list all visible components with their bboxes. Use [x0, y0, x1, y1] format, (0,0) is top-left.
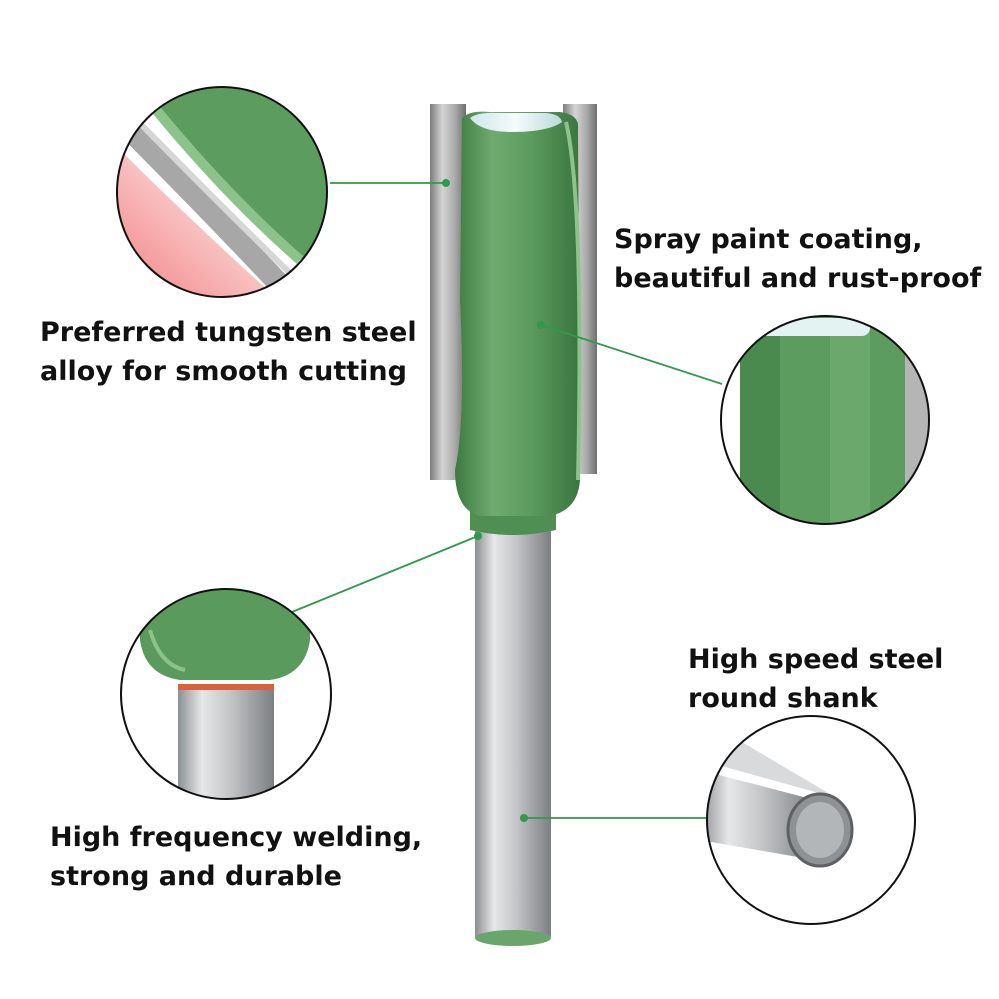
caption-shank-line-2: round shank — [688, 683, 878, 714]
shank-end — [475, 930, 551, 946]
caption-spray: Spray paint coating, beautiful and rust-… — [614, 220, 981, 298]
detail-circle-carbide-edge — [116, 86, 328, 298]
caption-weld-line-2: strong and durable — [50, 861, 342, 892]
connector-dot-tungsten — [442, 179, 450, 187]
caption-spray-line-2: beautiful and rust-proof — [614, 263, 982, 294]
callout-connectors — [291, 179, 723, 822]
caption-spray-line-1: Spray paint coating, — [614, 224, 923, 255]
body-flute-highlight — [564, 121, 582, 481]
connector-weld — [291, 535, 479, 613]
detail-circle-shank-end — [706, 715, 916, 925]
connector-dot-shank — [520, 814, 528, 822]
body-top-cap — [470, 112, 562, 132]
caption-weld-line-1: High frequency welding, — [50, 822, 423, 853]
connector-dot-weld — [474, 532, 482, 540]
detail-circle-spray-coating — [720, 315, 930, 525]
detail-circle-welding — [120, 588, 332, 800]
caption-tungsten-line-1: Preferred tungsten steel — [40, 317, 417, 348]
connector-spray — [540, 324, 723, 385]
caption-shank: High speed steel round shank — [688, 640, 943, 718]
round-shank — [475, 528, 551, 940]
caption-tungsten-line-2: alloy for smooth cutting — [40, 356, 407, 387]
green-body — [455, 111, 580, 516]
router-bit — [430, 104, 597, 946]
caption-weld: High frequency welding, strong and durab… — [50, 818, 422, 896]
left-carbide-blade — [430, 104, 466, 480]
caption-tungsten: Preferred tungsten steel alloy for smoot… — [40, 313, 417, 391]
connector-dot-spray — [537, 321, 545, 329]
caption-shank-line-1: High speed steel — [688, 644, 944, 675]
